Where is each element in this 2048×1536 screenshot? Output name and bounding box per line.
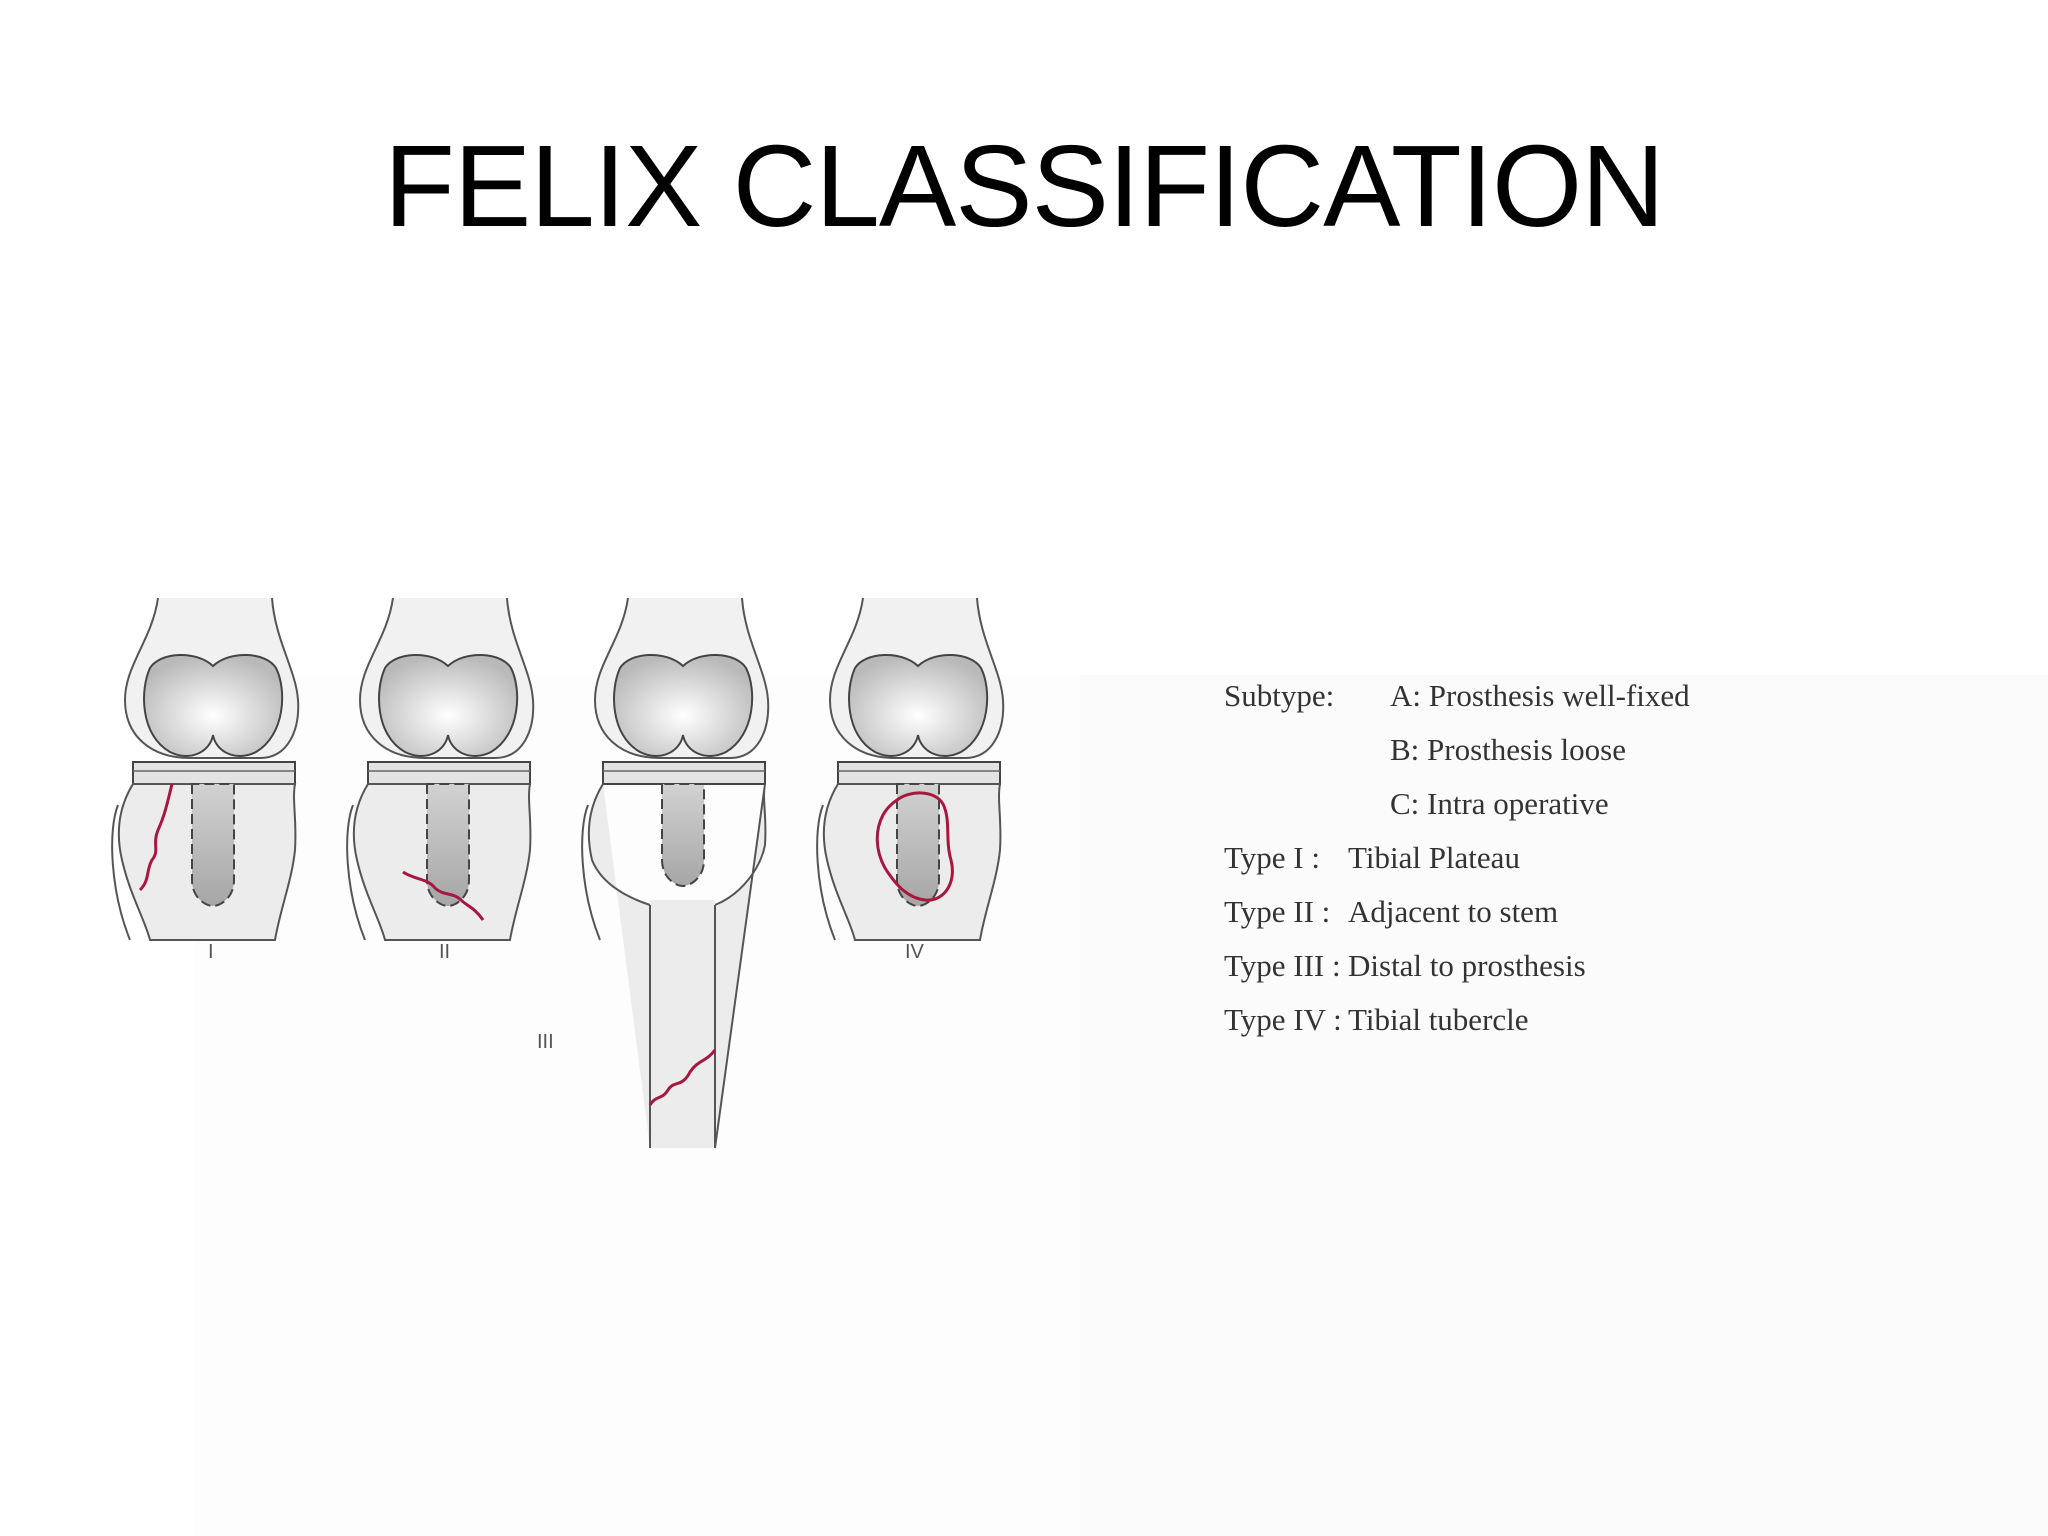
type-text-3: Distal to prosthesis [1348, 946, 1586, 986]
figure-label-i: I [208, 941, 214, 963]
subtype-b: B: Prosthesis loose [1390, 730, 1626, 770]
figure-label-iii: III [537, 1031, 554, 1053]
type-label-4: Type IV : [1224, 1000, 1342, 1040]
knee-type-1: I [112, 598, 298, 963]
subtype-c: C: Intra operative [1390, 784, 1609, 824]
type-label-3: Type III : [1224, 946, 1341, 986]
knee-type-4: IV [817, 598, 1003, 963]
type-text-1: Tibial Plateau [1348, 838, 1520, 878]
subtype-heading: Subtype: [1224, 676, 1334, 716]
knee-type-3 [582, 598, 768, 1148]
type-text-4: Tibial tubercle [1348, 1000, 1529, 1040]
type-text-2: Adjacent to stem [1348, 892, 1558, 932]
type-label-2: Type II : [1224, 892, 1330, 932]
figure-label-ii: II [439, 941, 450, 963]
knee-type-2: II [347, 598, 533, 963]
figure-label-iv: IV [905, 941, 925, 963]
type-label-1: Type I : [1224, 838, 1320, 878]
subtype-a: A: Prosthesis well-fixed [1390, 676, 1690, 716]
